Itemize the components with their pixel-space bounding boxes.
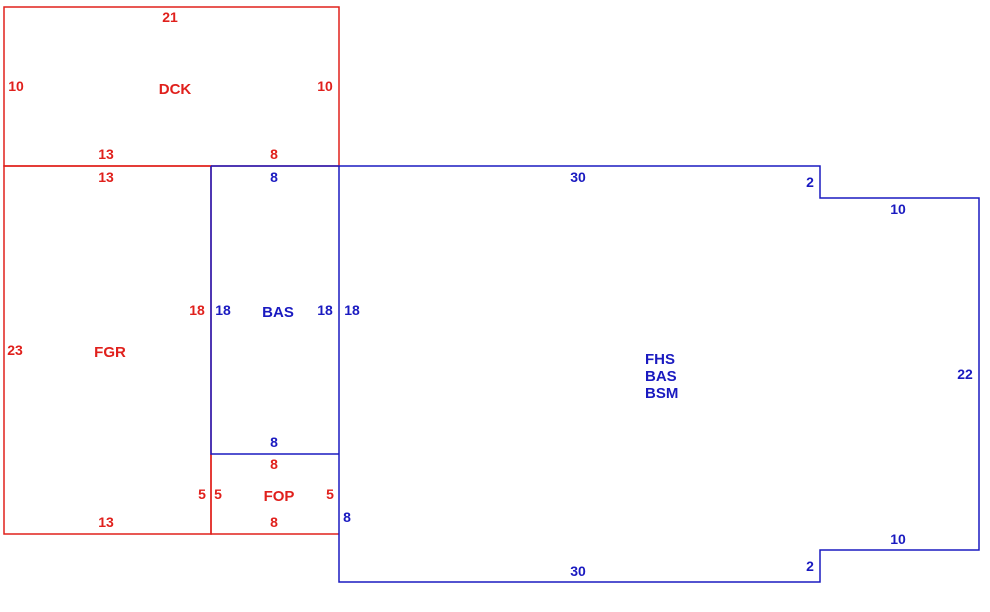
main-notch-bottom-dimension: 2 [806, 558, 814, 574]
main-top-dimension: 30 [570, 169, 586, 185]
dck-left-dimension: 10 [8, 78, 24, 94]
bas-area-label: BAS [262, 304, 294, 321]
fop-outline [210, 454, 339, 535]
main-area-label-bsm: BSM [645, 385, 678, 402]
fop-bottom-dimension: 8 [270, 514, 278, 530]
main-right-dimension: 22 [957, 366, 973, 382]
fgr-left-dimension: 23 [7, 342, 23, 358]
main-left-lower-dimension: 8 [343, 509, 351, 525]
dck-top-dimension: 21 [162, 9, 178, 25]
fop-left-dimension: 5 [214, 486, 222, 502]
dck-right-dimension: 10 [317, 78, 333, 94]
main-area-label-fhs: FHS [645, 351, 675, 368]
fgr-right-dimension: 18 [189, 302, 205, 318]
main-outline [211, 165, 980, 583]
fgr-top-dimension: 13 [98, 169, 114, 185]
dck-bottom-right-dimension: 8 [270, 146, 278, 162]
bas-left-dimension: 18 [215, 302, 231, 318]
fgr-fop-shared-dimension: 5 [198, 486, 206, 502]
main-area-label-bas: BAS [645, 368, 677, 385]
fop-area-label: FOP [264, 488, 295, 505]
fop-right-dimension: 5 [326, 486, 334, 502]
fgr-area-label: FGR [94, 344, 126, 361]
dck-bottom-left-dimension: 13 [98, 146, 114, 162]
main-bottom-right-dimension: 10 [890, 531, 906, 547]
bas-right-dimension: 18 [317, 302, 333, 318]
main-left-upper-dimension: 18 [344, 302, 360, 318]
dck-area-label: DCK [159, 81, 192, 98]
main-notch-top-dimension: 2 [806, 174, 814, 190]
main-bottom-dimension: 30 [570, 563, 586, 579]
bas-outline [210, 166, 339, 455]
bas-bottom-dimension: 8 [270, 434, 278, 450]
fgr-bottom-dimension: 13 [98, 514, 114, 530]
bas-top-dimension: 8 [270, 169, 278, 185]
fop-top-dimension: 8 [270, 456, 278, 472]
main-top-right-dimension: 10 [890, 201, 906, 217]
